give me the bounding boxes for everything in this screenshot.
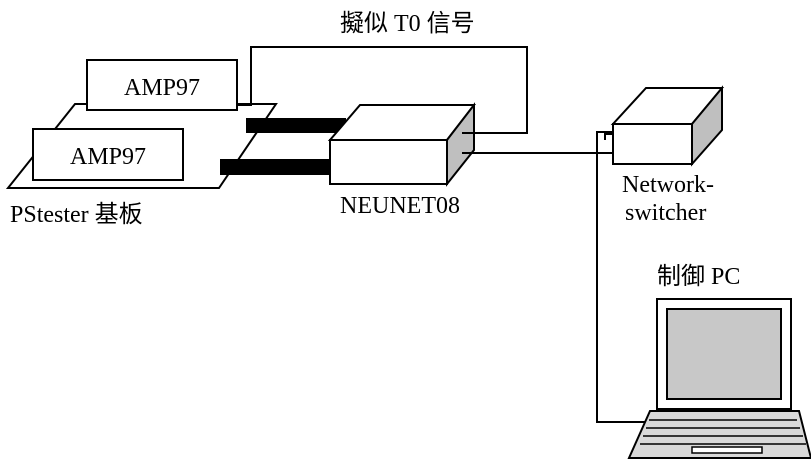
amp97-bottom-box: AMP97 — [32, 128, 184, 181]
neunet08-box — [327, 102, 477, 187]
amp97-top-box: AMP97 — [86, 59, 238, 111]
network-switcher-box — [610, 85, 725, 167]
cable-upper — [246, 118, 346, 133]
laptop-icon — [627, 298, 811, 459]
amp97-bottom-label: AMP97 — [70, 144, 146, 170]
laptop-keyboard — [627, 410, 811, 459]
cable-lower — [220, 159, 330, 175]
pstester-label: PStester 基板 — [10, 201, 143, 228]
amp97-top-label: AMP97 — [124, 75, 200, 101]
network-switcher-label-line2: switcher — [625, 200, 706, 226]
laptop-screen — [666, 308, 782, 400]
neunet08-label: NEUNET08 — [340, 193, 460, 219]
t0-signal-line — [237, 46, 528, 134]
network-switcher-label-line1: Network- — [622, 172, 714, 198]
switch-to-pc-cable-inner — [604, 133, 613, 140]
pc-label: 制御 PC — [657, 263, 740, 290]
switch-to-pc-cable — [596, 131, 657, 423]
t0-signal-label: 擬似 T0 信号 — [340, 10, 475, 37]
